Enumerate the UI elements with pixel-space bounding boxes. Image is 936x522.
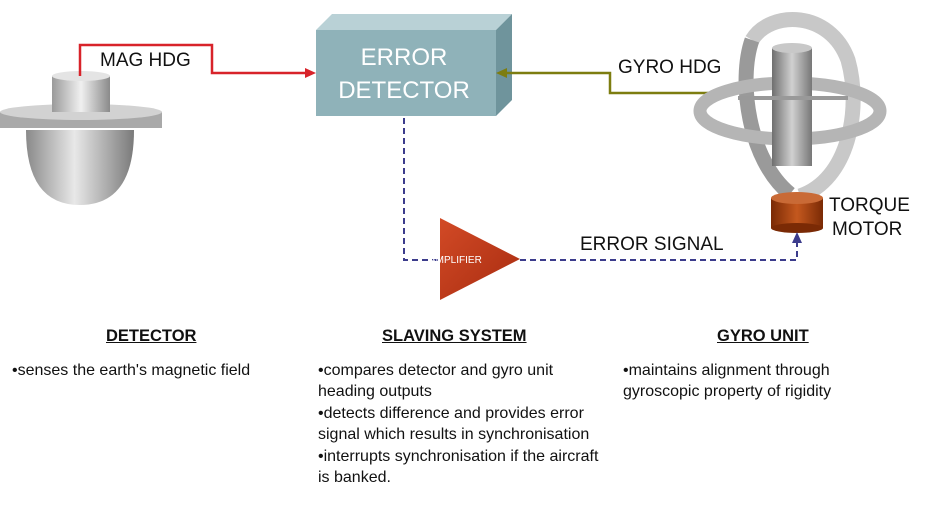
gyro-bullet: •maintains alignment through gyroscopic … — [623, 361, 832, 401]
detector-dome — [26, 130, 134, 205]
error-detector-label-line2: DETECTOR — [338, 77, 470, 104]
detector-bullets: •senses the earth's magnetic field — [12, 360, 302, 382]
error-detector-box: ERROR DETECTOR — [316, 14, 512, 116]
gyro-outer-ring — [745, 12, 861, 204]
slaving-system-column: SLAVING SYSTEM •compares detector and gy… — [318, 326, 603, 489]
mag-hdg-arrowhead — [305, 68, 316, 78]
slaving-bullet-3: •interrupts synchronisation if the aircr… — [318, 447, 599, 487]
gyro-hdg-arrowhead — [496, 68, 507, 78]
slaving-bullet-1: •compares detector and gyro unit heading… — [318, 361, 554, 401]
slaving-system-heading: SLAVING SYSTEM — [382, 327, 527, 345]
detector-cylinder — [52, 76, 110, 112]
slaving-bullet-2: •detects difference and provides error s… — [318, 404, 590, 444]
gyro-axle — [738, 96, 848, 100]
detector-heading: DETECTOR — [106, 327, 197, 345]
detector-to-amplifier-line — [403, 118, 440, 261]
gyro-outer-ring-back — [738, 37, 796, 200]
error-detector-label-line1: ERROR — [361, 44, 448, 71]
error-signal-label: ERROR SIGNAL — [580, 234, 724, 255]
gyro-unit-bullets: •maintains alignment through gyroscopic … — [623, 360, 893, 403]
gyro-unit-column: GYRO UNIT •maintains alignment through g… — [623, 326, 893, 403]
gyro-unit-heading: GYRO UNIT — [717, 327, 809, 345]
torque-motor — [771, 192, 823, 233]
torque-motor-label-line1: TORQUE — [829, 195, 910, 216]
amplifier-label: AMPLIFIER — [429, 255, 482, 266]
gyro-hdg-label: GYRO HDG — [618, 57, 721, 78]
detector-bullet: •senses the earth's magnetic field — [12, 361, 251, 379]
gyro-hdg-line — [506, 71, 745, 95]
torque-motor-label-line2: MOTOR — [832, 219, 902, 240]
slaving-system-bullets: •compares detector and gyro unit heading… — [318, 360, 603, 489]
detector-unit — [0, 71, 162, 205]
amplifier-triangle — [440, 218, 520, 300]
error-signal-arrowhead — [792, 232, 802, 243]
error-signal-line — [520, 242, 798, 261]
mag-hdg-line — [78, 43, 306, 76]
mag-hdg-label: MAG HDG — [100, 50, 191, 71]
gyro-unit — [693, 12, 887, 204]
amplifier: AMPLIFIER — [429, 218, 520, 300]
detector-column: DETECTOR •senses the earth's magnetic fi… — [12, 326, 302, 381]
gyro-rotor — [772, 48, 812, 166]
compass-slaving-diagram: MAG HDG ERROR DETECTOR GYRO HDG TORQUE M… — [0, 12, 910, 300]
